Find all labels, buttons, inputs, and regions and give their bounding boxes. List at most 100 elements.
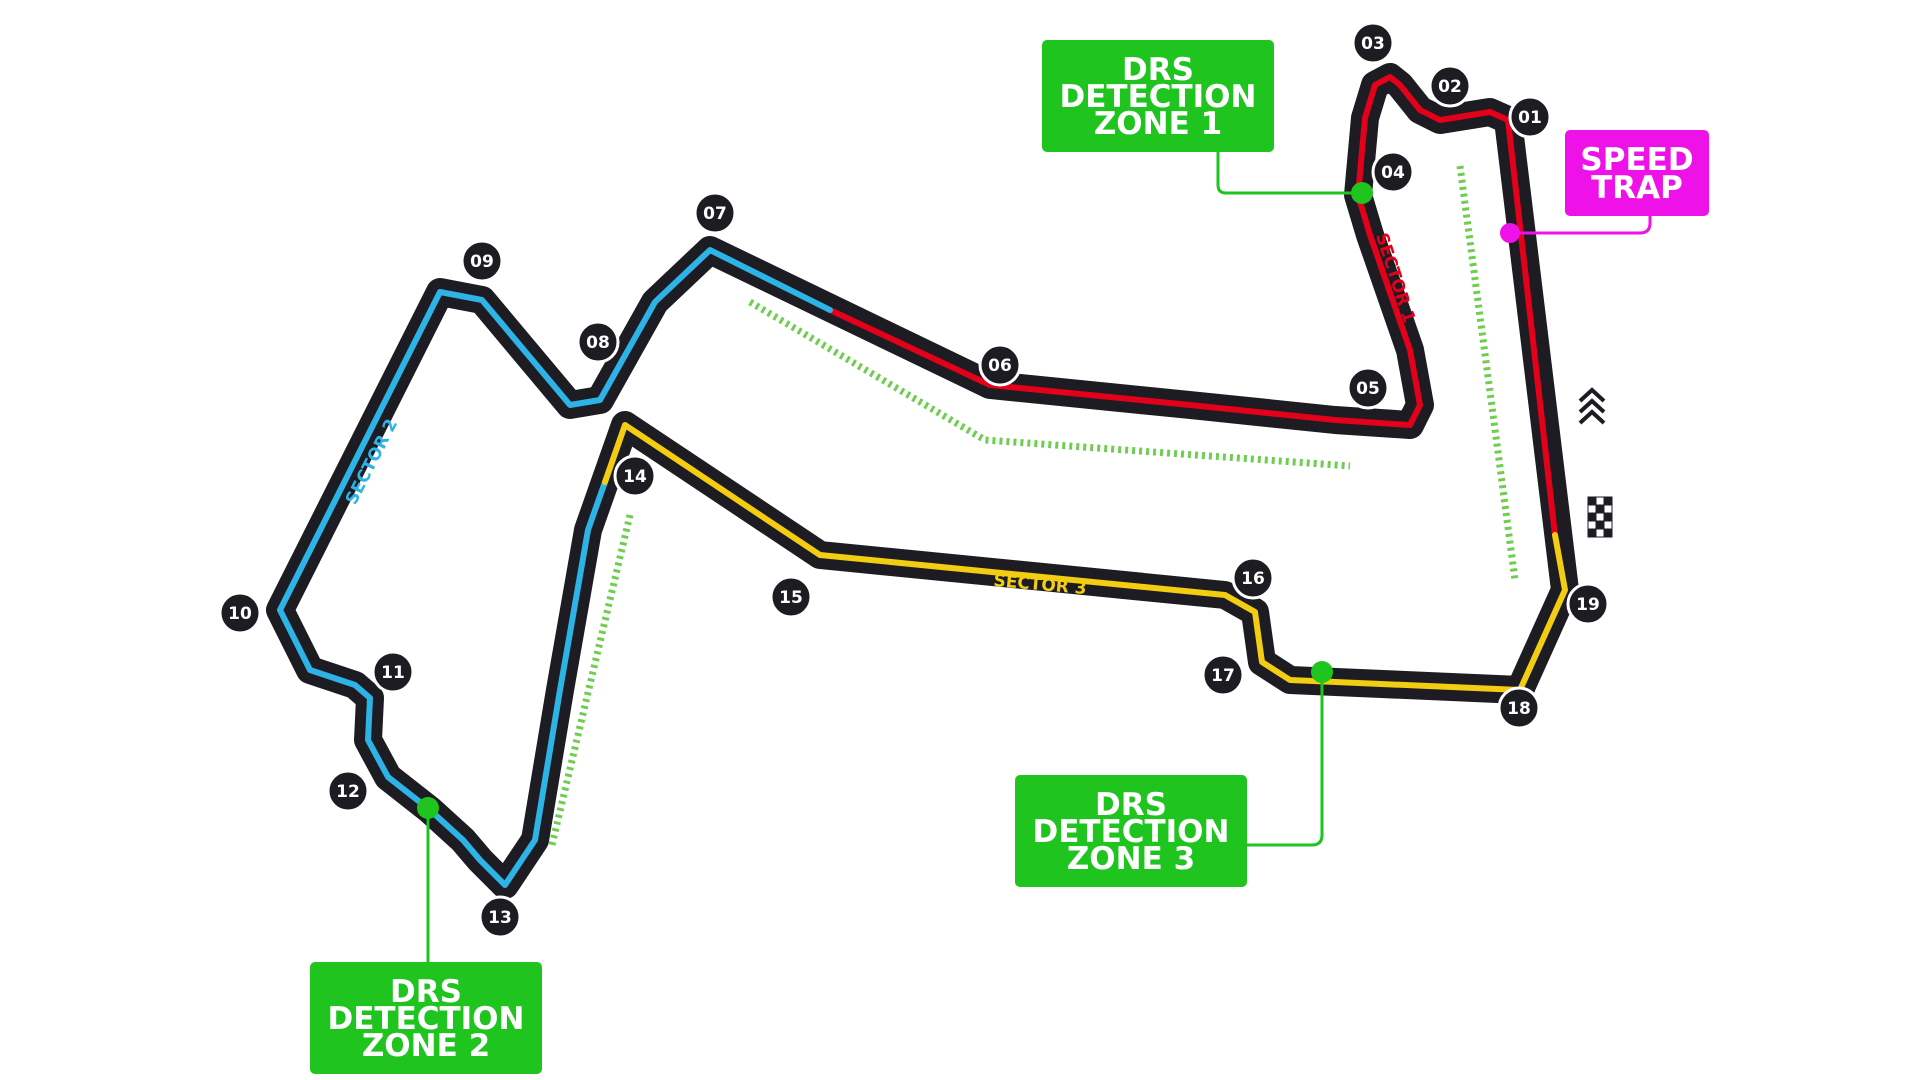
drs-zone-3-callout: DRS DETECTION ZONE 3 (1015, 775, 1247, 887)
corner-marker-badge (1346, 366, 1390, 410)
drs-zone-2-callout: DRS DETECTION ZONE 2 (310, 962, 542, 1074)
flag-square (1587, 496, 1597, 506)
corner-marker-05: 05 (1346, 366, 1390, 410)
flag-square (1603, 512, 1613, 522)
corner-number: 14 (623, 467, 647, 487)
flag-square (1595, 512, 1605, 522)
corner-number: 02 (1438, 77, 1462, 97)
corner-number: 06 (988, 356, 1012, 376)
corner-marker-11: 11 (371, 650, 415, 694)
flag-square (1603, 504, 1613, 514)
drs-zone-2-text-line-1: DRS (390, 974, 462, 1010)
corner-number: 17 (1211, 666, 1235, 686)
drs-zone-1-callout: DRS DETECTION ZONE 1 (1042, 40, 1274, 152)
corner-number: 05 (1356, 379, 1380, 399)
flag-square (1603, 496, 1613, 506)
corner-marker-19: 19 (1566, 582, 1610, 626)
corner-number: 09 (470, 252, 494, 272)
corner-marker-14: 14 (613, 454, 657, 498)
leader-lines (426, 150, 1652, 965)
corner-number: 18 (1507, 699, 1531, 719)
corner-marker-badge (693, 191, 737, 235)
drs-zone-2-marker (417, 797, 439, 819)
corner-marker-16: 16 (1231, 556, 1275, 600)
drs-zone-1-text-line-2: DETECTION (1060, 79, 1257, 115)
drs-zone-sector-2 (548, 514, 634, 846)
flag-square (1595, 520, 1605, 530)
corner-marker-09: 09 (460, 239, 504, 283)
flag-square (1595, 504, 1605, 514)
sector-2-line (277, 247, 833, 888)
corner-number: 04 (1381, 163, 1405, 183)
sector-lines (277, 74, 1568, 888)
flag-square (1603, 528, 1613, 538)
drs-zone-2-text-line-3: ZONE 2 (362, 1028, 490, 1064)
corner-marker-01: 01 (1508, 95, 1552, 139)
speed-trap-text-line-2: TRAP (1591, 170, 1683, 206)
corner-number: 11 (381, 663, 405, 683)
corner-number: 01 (1518, 108, 1542, 128)
speed-trap-callout: SPEED TRAP (1565, 130, 1709, 216)
corner-number: 13 (488, 908, 512, 928)
drs-zone-3-text-line-1: DRS (1095, 787, 1167, 823)
corner-marker-badge (1231, 556, 1275, 600)
corner-marker-badge (1351, 21, 1395, 65)
corner-number: 10 (228, 604, 252, 624)
drs-zone-1-text-line-3: ZONE 1 (1094, 106, 1222, 142)
track-outline (266, 63, 1579, 899)
corner-marker-badge (978, 343, 1022, 387)
drs-zone-3-text-line-3: ZONE 3 (1067, 841, 1195, 877)
corner-marker-badge (326, 769, 370, 813)
sector-3-line (602, 422, 1568, 693)
corner-marker-badge (769, 575, 813, 619)
drs-zone-3-leader (1245, 672, 1324, 847)
corner-marker-badge (1201, 653, 1245, 697)
corner-markers: 01 02 03 04 05 06 07 08 09 10 11 12 13 14 15 16 17 18 19 (218, 21, 1610, 939)
corner-marker-08: 08 (576, 320, 620, 364)
corner-number: 15 (779, 588, 803, 608)
corner-marker-13: 13 (478, 895, 522, 939)
flag-square (1595, 528, 1605, 538)
corner-marker-badge (371, 650, 415, 694)
corner-number: 08 (586, 333, 610, 353)
corner-marker-18: 18 (1497, 686, 1541, 730)
drs-zone-3-marker (1311, 661, 1333, 683)
drs-zone-1-text-line-1: DRS (1122, 52, 1194, 88)
corner-marker-badge (1497, 686, 1541, 730)
corner-marker-03: 03 (1351, 21, 1395, 65)
direction-chevrons-icon (1578, 387, 1606, 425)
drs-zone-3-text-line-2: DETECTION (1033, 814, 1230, 850)
corner-marker-badge (1371, 150, 1415, 194)
corner-number: 12 (336, 782, 360, 802)
speed-trap-text-line-1: SPEED (1580, 142, 1693, 178)
speed-trap-marker (1500, 223, 1520, 243)
drs-zone-1-marker (1351, 182, 1373, 204)
corner-marker-badge (613, 454, 657, 498)
corner-marker-12: 12 (326, 769, 370, 813)
corner-marker-04: 04 (1371, 150, 1415, 194)
corner-number: 03 (1361, 34, 1385, 54)
speed-trap-leader (1510, 205, 1652, 235)
drs-zones (548, 165, 1519, 846)
drs-zone-2-text-line-2: DETECTION (328, 1001, 525, 1037)
corner-marker-17: 17 (1201, 653, 1245, 697)
corner-marker-badge (1566, 582, 1610, 626)
corner-number: 19 (1576, 595, 1600, 615)
corner-marker-badge (1508, 95, 1552, 139)
flag-square (1587, 528, 1597, 538)
chequered-flag-icon (1587, 496, 1613, 538)
corner-marker-15: 15 (769, 575, 813, 619)
flag-square (1587, 520, 1597, 530)
flag-square (1587, 504, 1597, 514)
flag-square (1587, 512, 1597, 522)
corner-marker-badge (218, 591, 262, 635)
corner-number: 16 (1241, 569, 1265, 589)
corner-marker-07: 07 (693, 191, 737, 235)
corner-marker-badge (478, 895, 522, 939)
drs-zone-1-leader (1216, 150, 1358, 195)
corner-marker-06: 06 (978, 343, 1022, 387)
flag-square (1603, 520, 1613, 530)
sector-1-line (827, 74, 1558, 538)
corner-number: 07 (703, 204, 727, 224)
